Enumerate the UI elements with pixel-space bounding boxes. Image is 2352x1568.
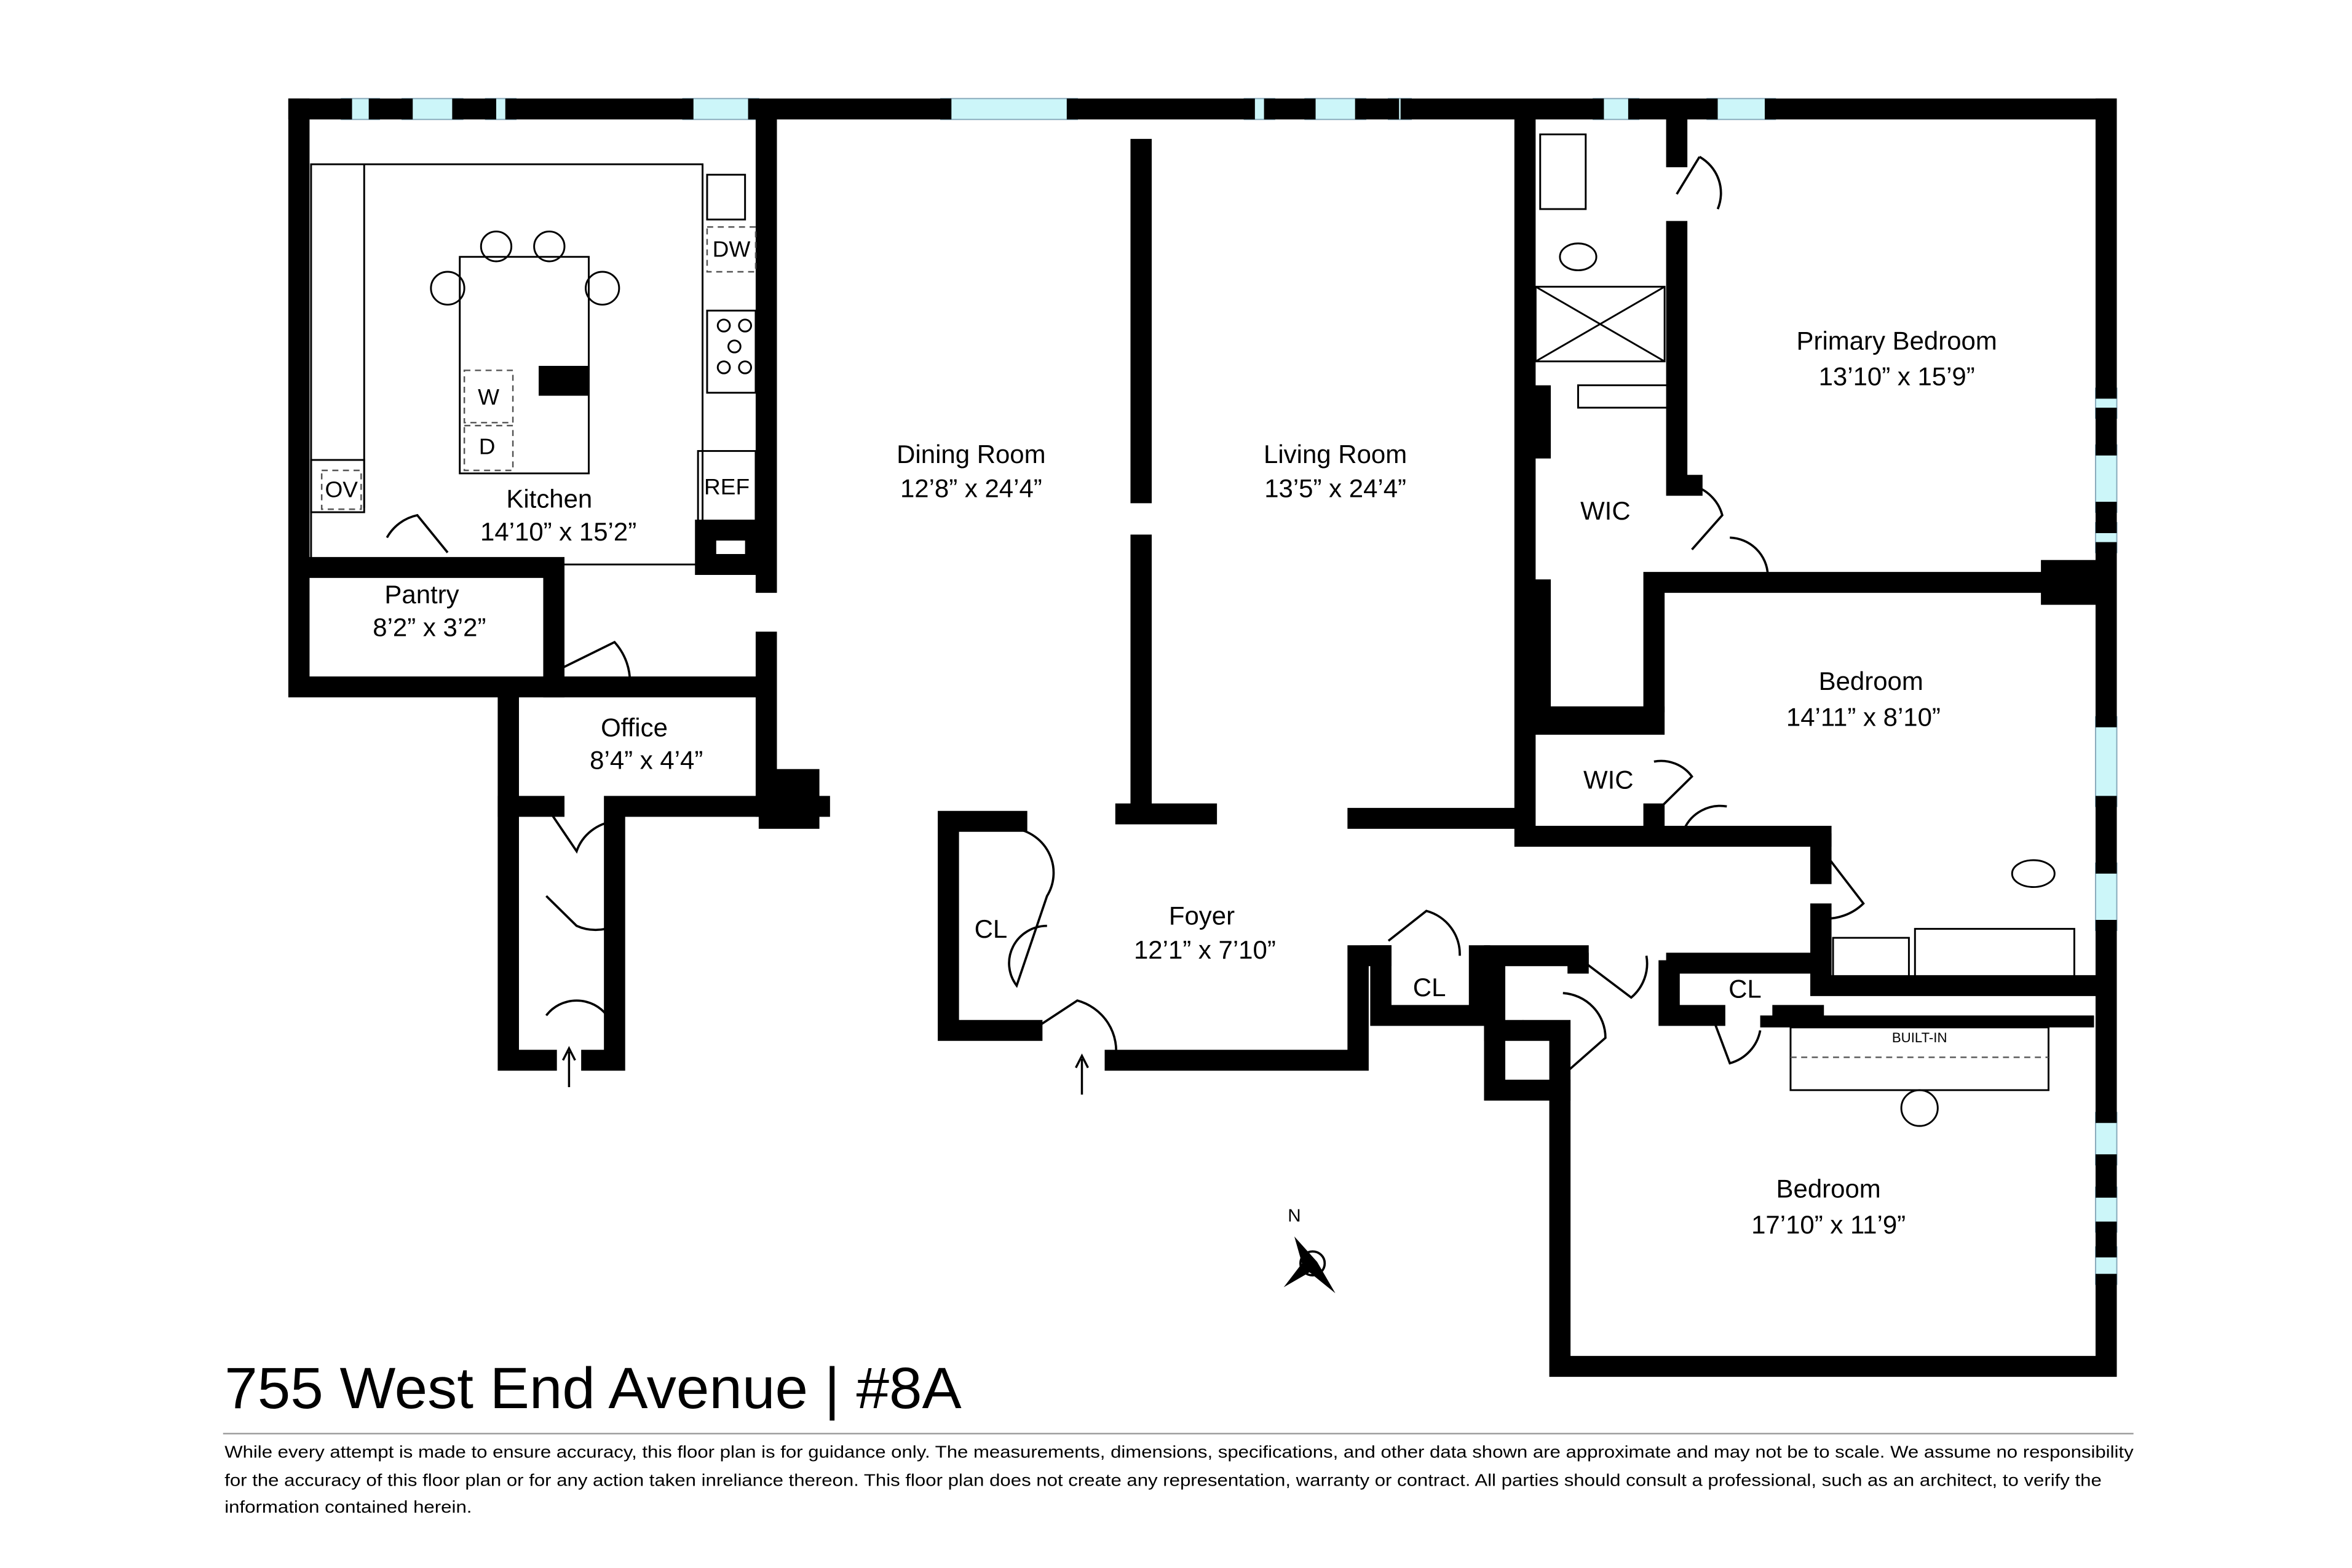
pantry-dims: 8’2” x 3’2” [373, 613, 486, 642]
office-label: Office [601, 713, 668, 742]
walls [288, 98, 2117, 1377]
bedroom-2-label: Bedroom [1819, 667, 1923, 695]
doors [545, 156, 1865, 1076]
closet-label: CL [1728, 975, 1762, 1004]
disclaimer-line: for the accuracy of this floor plan or f… [224, 1471, 2102, 1491]
office-dims: 8’4” x 4’4” [590, 746, 703, 775]
foyer-label: Foyer [1169, 901, 1235, 930]
refrigerator-label: REF [704, 474, 750, 499]
compass-icon: N [1283, 1206, 1336, 1294]
dining-room-dims: 12’8” x 24’4” [900, 474, 1042, 503]
living-room-label: Living Room [1264, 440, 1407, 469]
refrigerator-icon [697, 449, 757, 527]
kitchen-island [459, 256, 590, 475]
north-label: N [1288, 1206, 1301, 1226]
dryer-label: D [479, 434, 496, 459]
foyer-dims: 12’1” x 7’10” [1134, 935, 1276, 964]
closet-label: CL [1513, 1015, 1546, 1043]
kitchen-fixtures [310, 163, 757, 566]
primary-bedroom-dims: 13’10” x 15’9” [1819, 362, 1975, 391]
bedroom-2-dims: 14’11” x 8’10” [1786, 703, 1941, 732]
sink-icon [706, 173, 746, 221]
disclaimer-line: information contained herein. [224, 1497, 472, 1517]
washer-label: W [478, 384, 499, 410]
closet-label: CL [1413, 973, 1446, 1002]
dining-room-label: Dining Room [897, 440, 1045, 469]
closet-label: CL [975, 914, 1008, 943]
stove-icon [706, 309, 757, 394]
built-in-label: BUILT-IN [1892, 1030, 1947, 1045]
bedroom-3-dims: 17’10” x 11’9” [1751, 1210, 1906, 1239]
oven-label: OV [325, 477, 358, 502]
living-room-dims: 13’5” x 24’4” [1264, 474, 1406, 503]
kitchen-dims: 14’10” x 15’2” [480, 517, 636, 546]
bath-fixtures [1534, 133, 2075, 1127]
listing-title: 755 West End Avenue | #8A [224, 1356, 962, 1421]
entry-arrow-icon [561, 1046, 1089, 1095]
primary-bedroom-label: Primary Bedroom [1797, 327, 1997, 355]
walk-in-closet-label: WIC [1583, 766, 1634, 794]
dishwasher-label: DW [713, 237, 751, 262]
pantry-label: Pantry [384, 580, 459, 609]
bedroom-3-label: Bedroom [1776, 1174, 1881, 1203]
walk-in-closet-label: WIC [1580, 496, 1631, 525]
kitchen-label: Kitchen [506, 485, 592, 513]
disclaimer-line: While every attempt is made to ensure ac… [224, 1442, 2134, 1462]
